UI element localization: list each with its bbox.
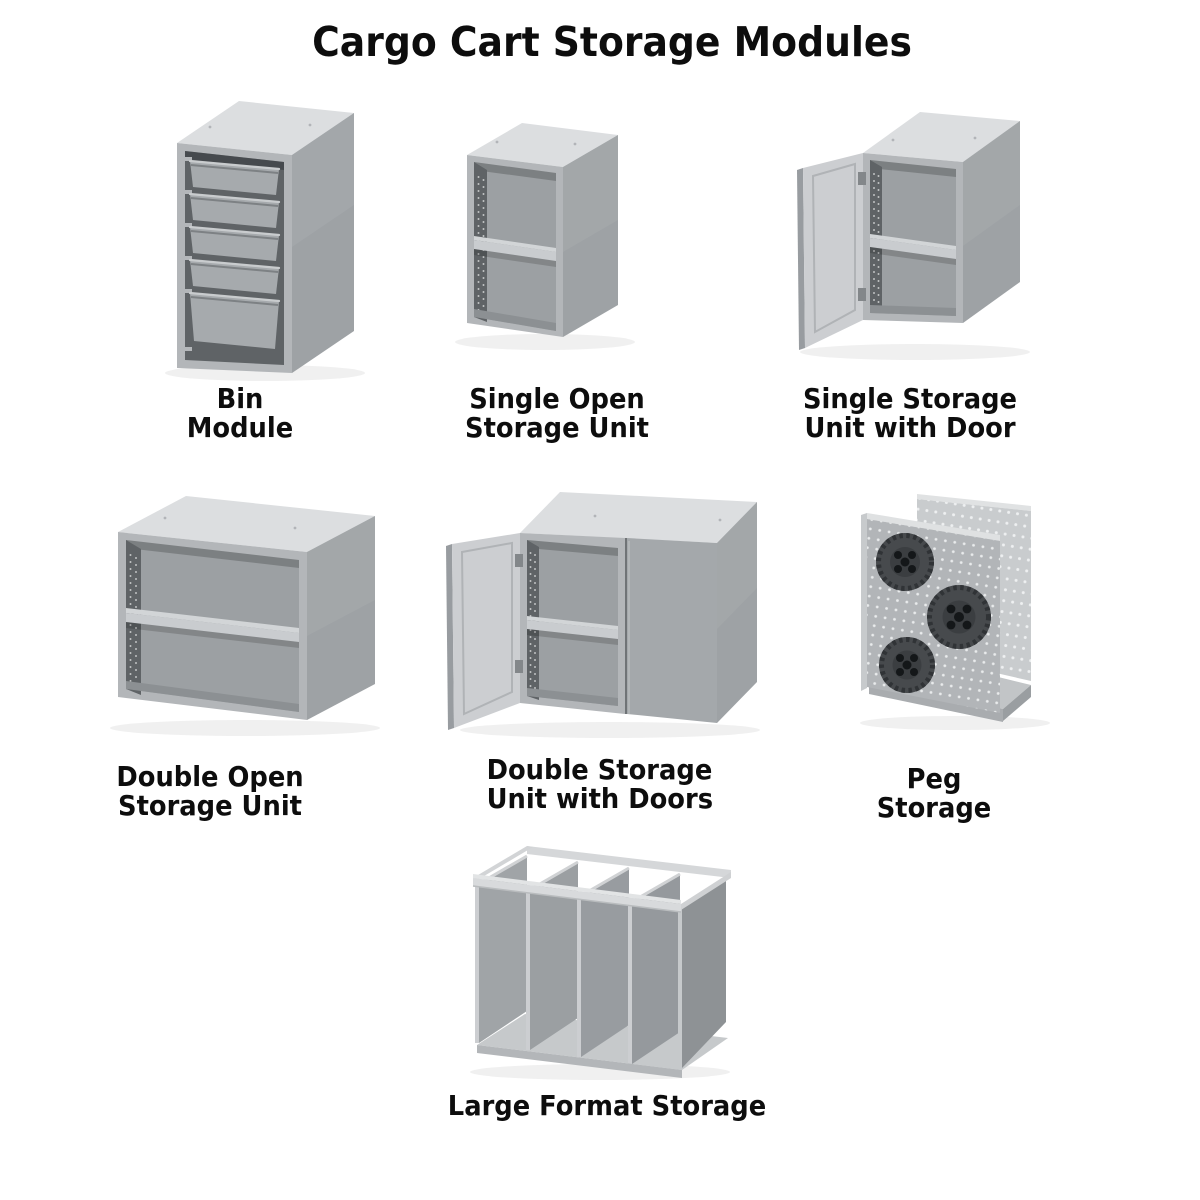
door-hinge: [515, 660, 523, 673]
single-open-storage-unit-illustration: [455, 123, 635, 350]
peg-storage-label: Peg Storage: [814, 764, 1054, 822]
divider-panel: [474, 854, 528, 1043]
single-open-storage-unit-figure: [445, 100, 695, 375]
single-open-storage-unit-label: Single Open Storage Unit: [437, 384, 677, 442]
single-storage-unit-with-door-illustration: [797, 112, 1030, 360]
peg-storage-figure: [855, 485, 1080, 735]
shelf: [870, 234, 956, 265]
right-wall: [678, 878, 726, 1068]
label-line: Double Storage: [486, 753, 713, 786]
top-frame-back-rail: [473, 846, 731, 879]
label-line: Module: [186, 411, 294, 444]
storage-bin: [188, 225, 281, 261]
bin-module-figure: [150, 95, 395, 385]
large-format-storage-illustration: [470, 846, 731, 1080]
page-title: Cargo Cart Storage Modules: [12, 18, 1200, 66]
closed-door: [625, 538, 717, 723]
label-line: Storage: [876, 791, 992, 824]
double-open-storage-unit-figure: [95, 488, 395, 750]
bin-module-label: Bin Module: [120, 384, 360, 442]
storage-bin-deep: [188, 291, 281, 349]
label-line: Unit with Door: [804, 411, 1016, 444]
cabinet-opening: [870, 160, 956, 316]
bin-stack: [188, 159, 281, 349]
label-line: Single Storage: [802, 382, 1017, 415]
label-line: Storage Unit: [118, 789, 302, 822]
single-storage-unit-with-door-figure: [765, 100, 1060, 380]
peg-storage-illustration: [860, 494, 1050, 730]
label-line: Single Open: [469, 382, 645, 415]
storage-bin: [188, 258, 281, 294]
double-open-storage-unit-illustration: [110, 496, 380, 736]
label-line: Large Format Storage: [447, 1089, 767, 1122]
storage-bin: [188, 159, 281, 195]
filament-reel: [876, 533, 934, 591]
shelf: [474, 236, 556, 267]
double-open-storage-unit-label: Double Open Storage Unit: [90, 762, 330, 820]
label-line: Peg: [906, 762, 962, 795]
double-storage-unit-with-doors-label: Double Storage Unit with Doors: [477, 755, 717, 813]
label-line: Bin: [216, 382, 264, 415]
large-format-storage-figure: [445, 840, 765, 1085]
base-front-edge: [477, 1045, 682, 1078]
open-door: [797, 153, 866, 350]
open-door: [446, 533, 523, 730]
page-title-text: Cargo Cart Storage Modules: [312, 18, 912, 66]
bin-rails: [185, 157, 192, 351]
double-storage-unit-with-doors-illustration: [446, 492, 760, 738]
shelf: [527, 616, 618, 645]
top-frame-front-rail: [472, 872, 731, 913]
door-hinge: [858, 172, 866, 185]
label-line: Unit with Doors: [486, 782, 714, 815]
label-line: Storage Unit: [465, 411, 649, 444]
double-storage-unit-with-doors-figure: [420, 478, 765, 746]
filament-reel: [927, 585, 991, 649]
shelf: [126, 608, 299, 648]
door-hinge: [515, 554, 523, 567]
single-storage-unit-with-door-label: Single Storage Unit with Door: [790, 384, 1030, 442]
storage-bin: [188, 192, 281, 228]
bin-module-illustration: [165, 101, 365, 381]
label-line: Double Open: [116, 760, 304, 793]
large-format-storage-label: Large Format Storage: [427, 1091, 787, 1120]
door-hinge: [858, 288, 866, 301]
filament-reel: [879, 637, 935, 693]
